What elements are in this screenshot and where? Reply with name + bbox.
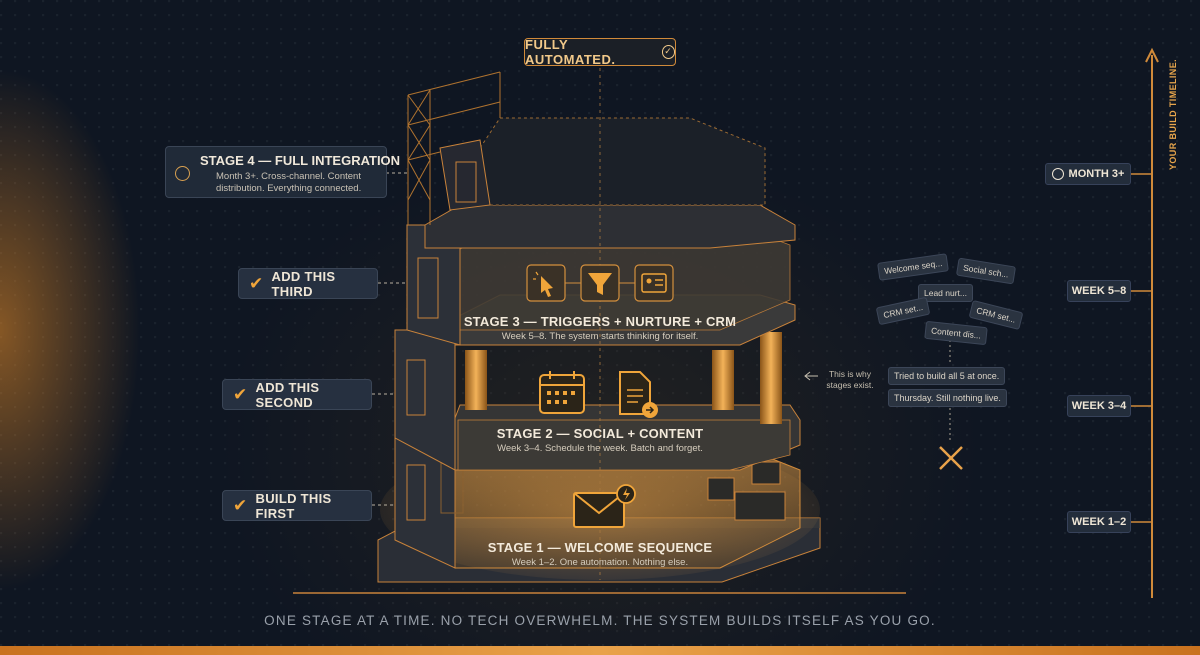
pillar bbox=[760, 332, 782, 424]
check-icon: ✔ bbox=[233, 384, 248, 404]
stage3-title: STAGE 3 — TRIGGERS + NURTURE + CRM bbox=[463, 314, 737, 329]
calendar-icon bbox=[539, 371, 585, 414]
stage1-subtitle: Week 1–2. One automation. Nothing else. bbox=[511, 557, 689, 568]
timeline-label-week3-4: WEEK 3–4 bbox=[1067, 395, 1131, 417]
add-third-text: ADD THIS THIRD bbox=[271, 268, 336, 299]
failure-note: Thursday. Still nothing live. bbox=[888, 389, 1007, 407]
build-first-text: BUILD THIS FIRST bbox=[255, 490, 332, 521]
stage3-subtitle: Week 5–8. The system starts thinking for… bbox=[501, 331, 699, 342]
top-floor-frame bbox=[479, 117, 766, 206]
timeline-label-month3: MONTH 3+ bbox=[1045, 163, 1131, 185]
stage4-title: STAGE 4 — FULL INTEGRATION bbox=[200, 153, 401, 168]
slab-4 bbox=[424, 204, 796, 249]
x-icon bbox=[939, 446, 963, 470]
funnel-icon bbox=[580, 264, 620, 302]
stage1-title: STAGE 1 — WELCOME SEQUENCE bbox=[487, 540, 713, 555]
timeline-label-week1-2: WEEK 1–2 bbox=[1067, 511, 1131, 533]
check-icon: ✔ bbox=[249, 273, 264, 293]
build-first-label: ✔ BUILD THIS FIRST bbox=[222, 490, 372, 521]
add-third-label: ✔ ADD THIS THIRD bbox=[238, 268, 378, 299]
envelope-icon bbox=[573, 484, 636, 528]
fully-automated-label: FULLY AUTOMATED. bbox=[525, 37, 616, 67]
scaffolding bbox=[407, 71, 501, 225]
timeline-title: YOUR BUILD TIMELINE. bbox=[1168, 59, 1178, 170]
failure-note: Tried to build all 5 at once. bbox=[888, 367, 1006, 385]
stage2-subtitle: Week 3–4. Schedule the week. Batch and f… bbox=[497, 443, 703, 454]
furniture bbox=[707, 461, 786, 521]
bottom-accent-bar bbox=[0, 646, 1200, 655]
add-second-text: ADD THIS SECOND bbox=[255, 379, 320, 410]
pillar bbox=[465, 350, 487, 410]
stage4-description: Month 3+. Cross-channel. Content distrib… bbox=[216, 171, 362, 194]
stages-exist-note: This is why stages exist. bbox=[826, 369, 874, 390]
clock-icon bbox=[1051, 168, 1064, 180]
pending-ring-icon bbox=[175, 166, 190, 181]
scattered-note: Lead nurt... bbox=[918, 284, 974, 302]
check-icon: ✔ bbox=[233, 495, 248, 515]
check-icon: ✓ bbox=[661, 45, 675, 59]
pillar bbox=[712, 350, 734, 410]
cursor-icon bbox=[526, 264, 566, 302]
document-arrow-icon bbox=[619, 371, 658, 418]
stage2-title: STAGE 2 — SOCIAL + CONTENT bbox=[496, 426, 704, 441]
contact-card-icon bbox=[634, 264, 674, 302]
fully-automated-badge: FULLY AUTOMATED. ✓ bbox=[524, 37, 676, 67]
add-second-label: ✔ ADD THIS SECOND bbox=[222, 379, 372, 410]
caption: ONE STAGE AT A TIME. NO TECH OVERWHELM. … bbox=[264, 613, 936, 628]
timeline-label-week5-8: WEEK 5–8 bbox=[1067, 280, 1131, 302]
stage4-card: STAGE 4 — FULL INTEGRATION Month 3+. Cro… bbox=[165, 146, 400, 198]
